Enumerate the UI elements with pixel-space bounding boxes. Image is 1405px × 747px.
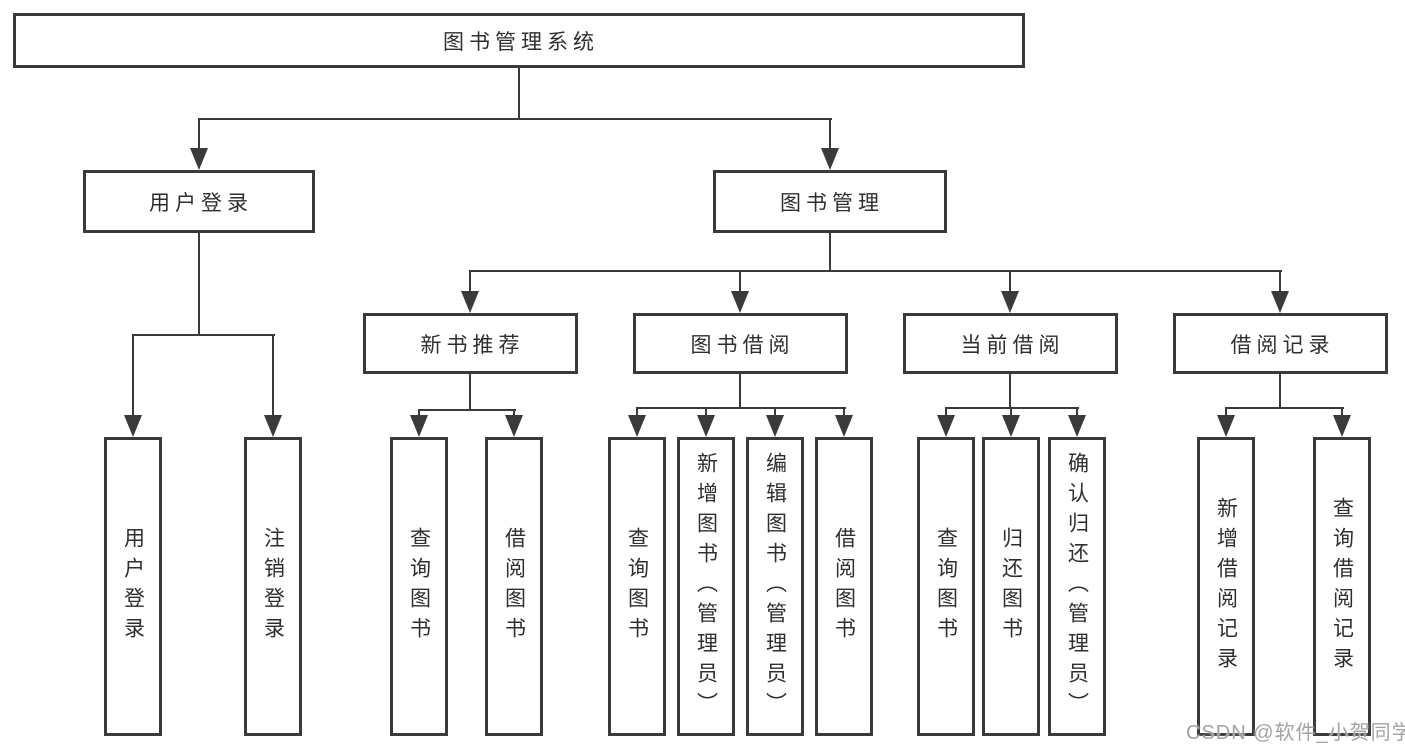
leaf-edit-books-admin: 编辑图书（管理员）: [746, 437, 804, 736]
arrowhead-root-1: [821, 148, 839, 170]
leaf-query-books-current: 查询图书: [917, 437, 975, 736]
edge-new-book-rec-trunk: [469, 374, 471, 411]
edge-book-borrowing-drop-1: [705, 408, 707, 417]
leaf-add-books-admin: 新增图书（管理员）: [677, 437, 735, 736]
edge-user-login-branch: [132, 334, 275, 336]
edge-book-management-drop-3: [1279, 271, 1281, 293]
arrowhead-book-borrowing-0: [628, 415, 646, 437]
node-label: 查询图书: [625, 526, 649, 647]
edge-root-drop-1: [829, 119, 831, 150]
node-label: 查询借阅记录: [1330, 496, 1354, 677]
node-label: 新书推荐: [420, 333, 525, 357]
edge-book-borrowing-branch: [636, 407, 846, 409]
edge-current-borrow-drop-2: [1076, 408, 1078, 417]
arrowhead-new-book-rec-0: [410, 415, 428, 437]
node-label: 注销登录: [261, 526, 285, 647]
node-user-login: 用户登录: [83, 170, 315, 233]
node-label: 图书管理: [780, 191, 884, 215]
edge-user-login-drop-0: [132, 335, 134, 417]
arrowhead-book-borrowing-1: [697, 415, 715, 437]
node-new-book-recommend: 新书推荐: [363, 313, 578, 374]
edge-current-borrow-branch: [945, 407, 1079, 409]
edge-user-login-drop-1: [272, 335, 274, 417]
edge-book-borrowing-drop-2: [774, 408, 776, 417]
node-borrowing-records: 借阅记录: [1173, 313, 1388, 374]
edge-current-borrow-drop-0: [945, 408, 947, 417]
node-label: 图书管理系统: [443, 30, 599, 54]
node-label: 编辑图书（管理员）: [763, 451, 787, 722]
arrowhead-book-borrowing-3: [835, 415, 853, 437]
edge-new-book-rec-drop-0: [418, 410, 420, 417]
node-label: 图书借阅: [690, 333, 795, 357]
edge-book-borrowing-drop-3: [843, 408, 845, 417]
edge-user-login-trunk: [198, 233, 200, 336]
node-label: 借阅记录: [1230, 333, 1335, 357]
edge-book-management-drop-1: [739, 271, 741, 293]
node-label: 借阅图书: [502, 526, 526, 647]
leaf-confirm-return-admin: 确认归还（管理员）: [1048, 437, 1106, 736]
node-label: 用户登录: [149, 191, 253, 215]
arrowhead-user-login-1: [264, 415, 282, 437]
arrowhead-current-borrow-1: [1002, 415, 1020, 437]
node-label: 查询图书: [407, 526, 431, 647]
node-label: 用户登录: [121, 526, 145, 647]
edge-borrow-records-drop-1: [1341, 408, 1343, 417]
node-book-management: 图书管理: [713, 170, 947, 233]
leaf-add-borrow-record: 新增借阅记录: [1197, 437, 1255, 736]
node-label: 新增借阅记录: [1214, 496, 1238, 677]
edge-book-management-trunk: [829, 233, 831, 272]
edge-borrow-records-trunk: [1279, 374, 1281, 409]
edge-borrow-records-drop-0: [1225, 408, 1227, 417]
edge-root-branch: [198, 118, 832, 120]
leaf-return-books: 归还图书: [982, 437, 1040, 736]
node-label: 查询图书: [934, 526, 958, 647]
node-current-borrowing: 当前借阅: [903, 313, 1118, 374]
node-label: 确认归还（管理员）: [1065, 451, 1089, 722]
arrowhead-book-management-3: [1271, 291, 1289, 313]
arrowhead-new-book-rec-1: [505, 415, 523, 437]
edge-new-book-rec-drop-1: [513, 410, 515, 417]
leaf-borrow-books-borrowing: 借阅图书: [815, 437, 873, 736]
leaf-query-books-borrowing: 查询图书: [608, 437, 666, 736]
node-label: 归还图书: [999, 526, 1023, 647]
arrowhead-borrow-records-1: [1333, 415, 1351, 437]
csdn-watermark: CSDN @软件_小贺同学: [1186, 722, 1405, 744]
edge-book-management-branch: [469, 270, 1282, 272]
arrowhead-book-management-2: [1001, 291, 1019, 313]
arrowhead-current-borrow-2: [1068, 415, 1086, 437]
arrowhead-current-borrow-0: [937, 415, 955, 437]
edge-current-borrow-drop-1: [1010, 408, 1012, 417]
leaf-query-books-recommend: 查询图书: [390, 437, 448, 736]
node-label: 新增图书（管理员）: [694, 451, 718, 722]
leaf-logout: 注销登录: [244, 437, 302, 736]
edge-root-trunk: [518, 68, 520, 120]
edge-book-management-drop-0: [469, 271, 471, 293]
arrowhead-book-management-1: [731, 291, 749, 313]
arrowhead-borrow-records-0: [1217, 415, 1235, 437]
node-label: 当前借阅: [960, 333, 1065, 357]
edge-borrow-records-branch: [1225, 407, 1344, 409]
node-library-management-system: 图书管理系统: [13, 13, 1025, 68]
edge-book-management-drop-2: [1009, 271, 1011, 293]
node-label: 借阅图书: [832, 526, 856, 647]
arrowhead-book-borrowing-2: [766, 415, 784, 437]
leaf-query-borrow-record: 查询借阅记录: [1313, 437, 1371, 736]
arrowhead-book-management-0: [461, 291, 479, 313]
node-book-borrowing: 图书借阅: [633, 313, 848, 374]
edge-book-borrowing-drop-0: [636, 408, 638, 417]
arrowhead-user-login-0: [124, 415, 142, 437]
arrowhead-root-0: [190, 148, 208, 170]
edge-book-borrowing-trunk: [739, 374, 741, 409]
leaf-borrow-books-recommend: 借阅图书: [485, 437, 543, 736]
leaf-user-login: 用户登录: [104, 437, 162, 736]
edge-new-book-rec-branch: [418, 409, 516, 411]
edge-root-drop-0: [198, 119, 200, 150]
edge-current-borrow-trunk: [1009, 374, 1011, 409]
